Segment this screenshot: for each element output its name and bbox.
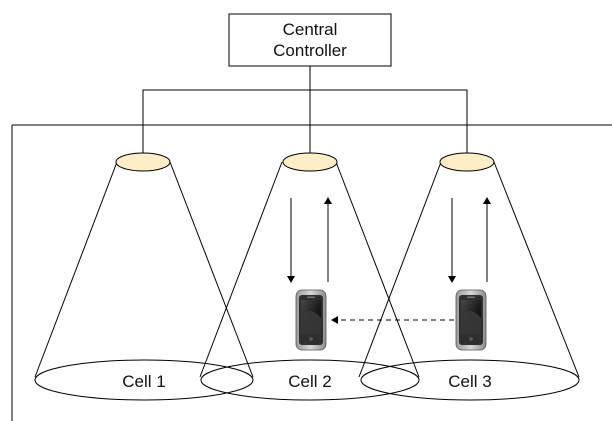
coverage-area-frame (11, 124, 612, 421)
ceiling-light-icon (282, 152, 338, 172)
cell-1-label: Cell 1 (122, 372, 165, 391)
lamps (115, 152, 495, 172)
cell-3-cone (358, 161, 580, 378)
controller-box (228, 13, 392, 67)
ceiling-light-icon (439, 152, 495, 172)
cell-1-cone (34, 161, 254, 378)
cell-3-label: Cell 3 (448, 372, 491, 391)
cell-footprints (34, 359, 580, 401)
controller-label-line1: Central (283, 20, 338, 39)
cell-2-label: Cell 2 (288, 372, 331, 391)
cell-3-footprint (360, 359, 580, 401)
light-cones (34, 161, 580, 378)
cell-2-link-arrows (287, 197, 332, 283)
cell-2-footprint (200, 359, 420, 401)
cell-2-cone (199, 161, 420, 378)
smartphone-icon (295, 289, 327, 351)
controller-label-line2: Controller (273, 41, 347, 60)
controller-connections (142, 66, 468, 154)
cell-3-link-arrows (448, 197, 491, 283)
cell-1-footprint (34, 359, 254, 401)
smartphone-icon (455, 289, 487, 351)
ceiling-light-icon (115, 152, 171, 172)
central-controller: Central Controller (228, 13, 392, 67)
